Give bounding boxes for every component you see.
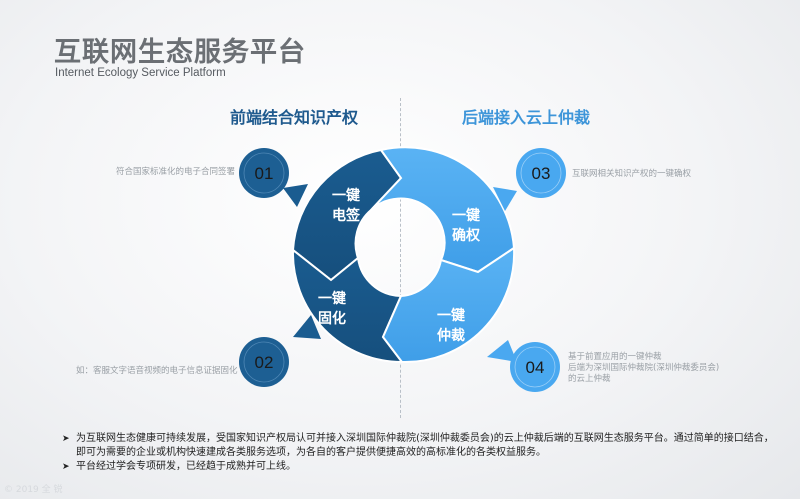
bullet-text-2: 平台经过学会专项研发，已经趋于成熟并可上线。: [76, 461, 296, 472]
desc-04-line-2: 后端为深圳国际仲裁院(深圳仲裁委员会): [568, 363, 720, 373]
segment-02-label-2: 固化: [318, 310, 346, 327]
badge-01-number: 01: [255, 164, 274, 183]
badge-03: [516, 148, 566, 198]
desc-04: 基于前置应用的一键仲裁 后端为深圳国际仲裁院(深圳仲裁委员会) 的云上仲裁: [568, 352, 719, 385]
pointer-02: [293, 315, 321, 339]
bullet-item: ➤ 平台经过学会专项研发，已经趋于成熟并可上线。: [62, 460, 782, 474]
segment-01-label-1: 一键: [332, 187, 361, 204]
page-title: 互联网生态服务平台: [54, 37, 306, 68]
desc-03: 互联网相关知识产权的一键确权: [572, 169, 692, 179]
desc-02: 如：客服文字语音视频的电子信息证据固化: [76, 366, 238, 376]
segment-04: [381, 246, 516, 364]
segment-02-label-1: 一键: [318, 290, 347, 307]
bullet-list: ➤ 为互联网生态健康可持续发展，受国家知识产权局认可并接入深圳国际仲裁院(深圳仲…: [62, 432, 782, 474]
segment-03: [370, 146, 516, 274]
page-subtitle: Internet Ecology Service Platform: [55, 67, 226, 79]
badge-01: [239, 148, 289, 198]
segment-04-label-1: 一键: [437, 307, 466, 324]
center-divider: [400, 98, 401, 418]
pointer-01: [283, 184, 308, 207]
left-heading: 前端结合知识产权: [230, 108, 359, 127]
bullet-arrow-icon: ➤: [62, 462, 70, 472]
badge-04-number: 04: [526, 358, 545, 377]
segment-01-label-2: 电签: [332, 207, 361, 224]
bullet-text-1: 为互联网生态健康可持续发展，受国家知识产权局认可并接入深圳国际仲裁院(深圳仲裁委…: [76, 433, 774, 458]
segment-03-label-2: 确权: [452, 227, 481, 244]
pointer-04: [487, 340, 517, 362]
badge-02: [239, 337, 289, 387]
pointer-03: [493, 187, 517, 211]
segment-02: [291, 247, 405, 364]
segment-04-label-2: 仲裁: [437, 327, 465, 344]
desc-04-line-3: 的云上仲裁: [568, 374, 611, 384]
badge-04: [510, 342, 560, 392]
segment-03-label-1: 一键: [452, 207, 481, 224]
badge-03-number: 03: [532, 164, 551, 183]
bullet-item: ➤ 为互联网生态健康可持续发展，受国家知识产权局认可并接入深圳国际仲裁院(深圳仲…: [62, 432, 782, 460]
footer-watermark: © 2019 全 锐: [4, 485, 63, 495]
right-heading: 后端接入云上仲裁: [462, 108, 591, 127]
segment-01: [291, 148, 403, 282]
desc-04-line-1: 基于前置应用的一键仲裁: [568, 352, 662, 362]
bullet-arrow-icon: ➤: [62, 434, 70, 444]
badge-02-number: 02: [255, 353, 274, 372]
desc-01: 符合国家标准化的电子合同签署: [116, 167, 236, 177]
